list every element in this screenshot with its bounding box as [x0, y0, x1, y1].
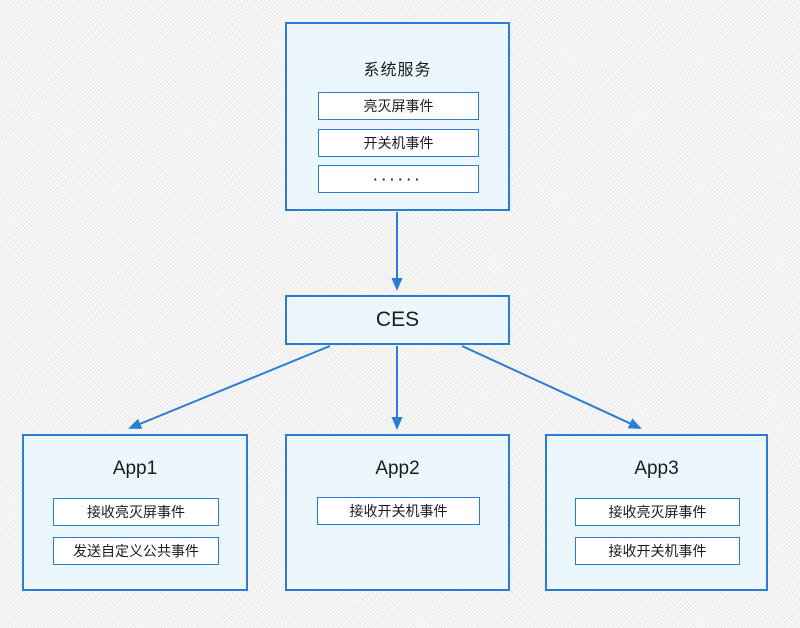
event-item-ellipsis: ······ [318, 165, 479, 193]
app1-node: App1 接收亮灭屏事件 发送自定义公共事件 [22, 434, 248, 591]
arrow-ces-to-app1 [128, 345, 331, 429]
app3-event-receive-power-onoff: 接收开关机事件 [575, 537, 740, 565]
arrow-ces-to-app3 [461, 345, 642, 429]
app1-title: App1 [112, 458, 158, 479]
system-service-node: 系统服务 亮灭屏事件 开关机事件 ······ [285, 22, 510, 211]
app2-node: App2 接收开关机事件 [285, 434, 510, 591]
app1-event-receive-screen-onoff: 接收亮灭屏事件 [53, 498, 219, 526]
event-item-screen-onoff: 亮灭屏事件 [318, 92, 479, 120]
ces-label: CES [375, 308, 420, 331]
app2-title: App2 [375, 458, 420, 479]
app3-title: App3 [634, 458, 679, 479]
system-service-title: 系统服务 [363, 62, 432, 79]
app3-node: App3 接收亮灭屏事件 接收开关机事件 [545, 434, 768, 591]
app3-event-receive-screen-onoff: 接收亮灭屏事件 [575, 498, 740, 526]
ces-node: CES [285, 295, 510, 345]
app2-event-receive-power-onoff: 接收开关机事件 [317, 497, 480, 525]
event-item-power-onoff: 开关机事件 [318, 129, 479, 157]
app1-event-send-custom-common: 发送自定义公共事件 [53, 537, 219, 565]
